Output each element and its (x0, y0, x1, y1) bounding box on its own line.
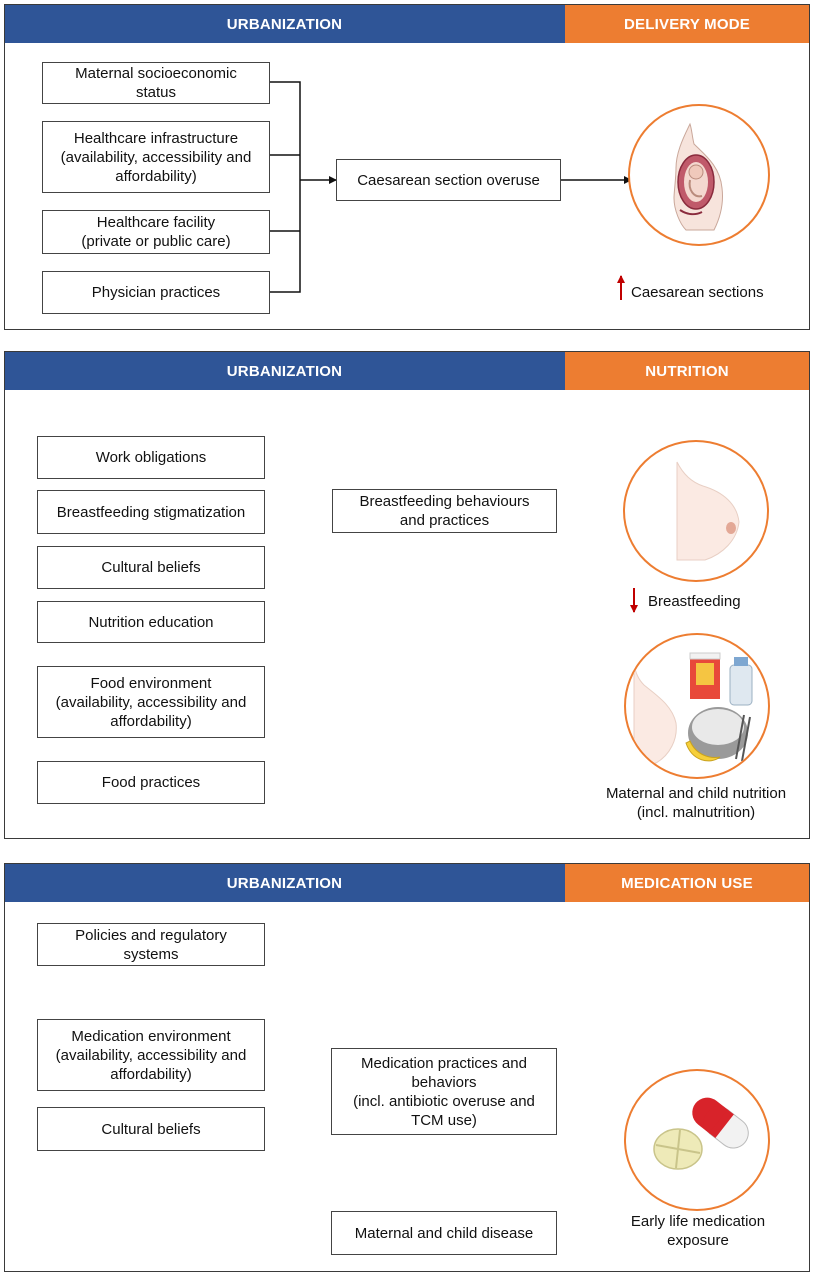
factor-healthcare-facility: Healthcare facility (private or public c… (42, 210, 270, 254)
factor-healthcare-infrastructure: Healthcare infrastructure (availability,… (42, 121, 270, 193)
outcome-early-life-medication: Early life medication exposure (630, 1213, 766, 1249)
outcome-maternal-child-nutrition: Maternal and child nutrition (incl. maln… (605, 785, 787, 821)
outcome-caesarean-sections: Caesarean sections (631, 284, 764, 301)
factor-food-environment: Food environment (availability, accessib… (37, 666, 265, 738)
header-urbanization: URBANIZATION (5, 864, 564, 902)
outcome-breastfeeding: Breastfeeding (648, 593, 741, 610)
header-urbanization: URBANIZATION (5, 5, 564, 43)
mediator-breastfeeding-behaviours: Breastfeeding behaviours and practices (332, 489, 557, 533)
food-and-nutrition-icon (624, 633, 770, 779)
factor-work-obligations: Work obligations (37, 436, 265, 479)
pills-icon (624, 1069, 770, 1211)
factor-maternal-socioeconomic-status: Maternal socioeconomic status (42, 62, 270, 104)
mediator-caesarean-overuse: Caesarean section overuse (336, 159, 561, 201)
breast-icon (623, 440, 769, 582)
factor-cultural-beliefs: Cultural beliefs (37, 546, 265, 589)
factor-food-practices: Food practices (37, 761, 265, 804)
factor-nutrition-education: Nutrition education (37, 601, 265, 643)
factor-cultural-beliefs: Cultural beliefs (37, 1107, 265, 1151)
factor-policies-regulatory: Policies and regulatory systems (37, 923, 265, 966)
header-nutrition: NUTRITION (564, 352, 809, 390)
mediator-medication-practices: Medication practices and behaviors (incl… (331, 1048, 557, 1135)
header-delivery-mode: DELIVERY MODE (564, 5, 809, 43)
header-urbanization: URBANIZATION (5, 352, 564, 390)
factor-maternal-child-disease: Maternal and child disease (331, 1211, 557, 1255)
pregnancy-cross-section-icon (628, 104, 770, 246)
header-medication-use: MEDICATION USE (564, 864, 809, 902)
factor-medication-environment: Medication environment (availability, ac… (37, 1019, 265, 1091)
factor-physician-practices: Physician practices (42, 271, 270, 314)
factor-breastfeeding-stigmatization: Breastfeeding stigmatization (37, 490, 265, 534)
